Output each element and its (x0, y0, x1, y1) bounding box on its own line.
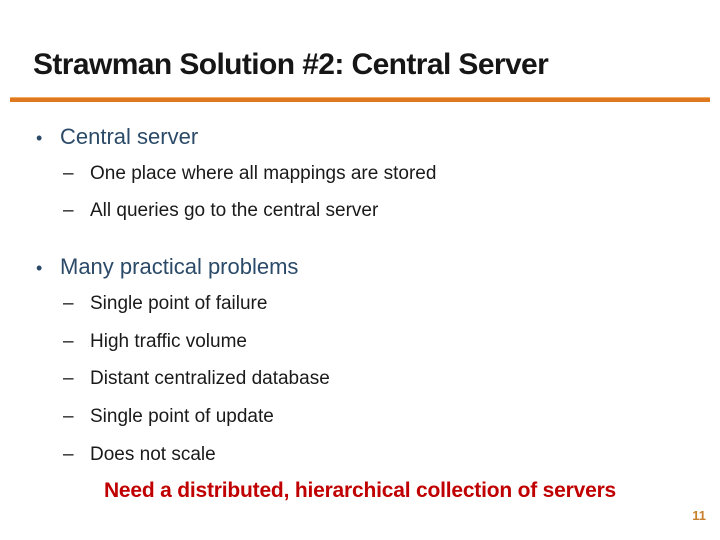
sub-bullet-mappings-stored: – One place where all mappings are store… (63, 163, 436, 185)
bullet-central-server: • Central server (36, 124, 198, 150)
dash-icon: – (63, 200, 74, 221)
slide-title: Strawman Solution #2: Central Server (33, 48, 549, 81)
bullet-practical-problems: • Many practical problems (36, 254, 298, 280)
sub-bullet-label: Does not scale (90, 444, 216, 465)
sub-bullet-single-point-update: – Single point of update (63, 406, 274, 428)
sub-bullet-label: One place where all mappings are stored (90, 163, 437, 184)
dash-icon: – (63, 444, 74, 465)
sub-bullet-label: All queries go to the central server (90, 200, 379, 221)
dash-icon: – (63, 368, 74, 389)
sub-bullet-label: High traffic volume (90, 331, 247, 352)
sub-bullet-single-point-failure: – Single point of failure (63, 293, 267, 315)
sub-bullet-distant-database: – Distant centralized database (63, 368, 330, 390)
dash-icon: – (63, 293, 74, 314)
dash-icon: – (63, 331, 74, 352)
sub-bullet-does-not-scale: – Does not scale (63, 444, 216, 466)
dash-icon: – (63, 163, 74, 184)
slide-page-number: 11 (692, 508, 706, 523)
dash-icon: – (63, 406, 74, 427)
sub-bullet-label: Single point of update (90, 406, 274, 427)
bullet-dot-icon: • (36, 128, 43, 148)
title-underline-rule (10, 97, 710, 102)
bullet-label: Many practical problems (60, 254, 299, 279)
sub-bullet-label: Distant centralized database (90, 368, 330, 389)
sub-bullet-queries-central: – All queries go to the central server (63, 200, 378, 222)
sub-bullet-high-traffic: – High traffic volume (63, 331, 247, 353)
conclusion-text: Need a distributed, hierarchical collect… (103, 479, 617, 502)
bullet-dot-icon: • (36, 258, 43, 278)
bullet-label: Central server (60, 124, 199, 149)
sub-bullet-label: Single point of failure (90, 293, 268, 314)
